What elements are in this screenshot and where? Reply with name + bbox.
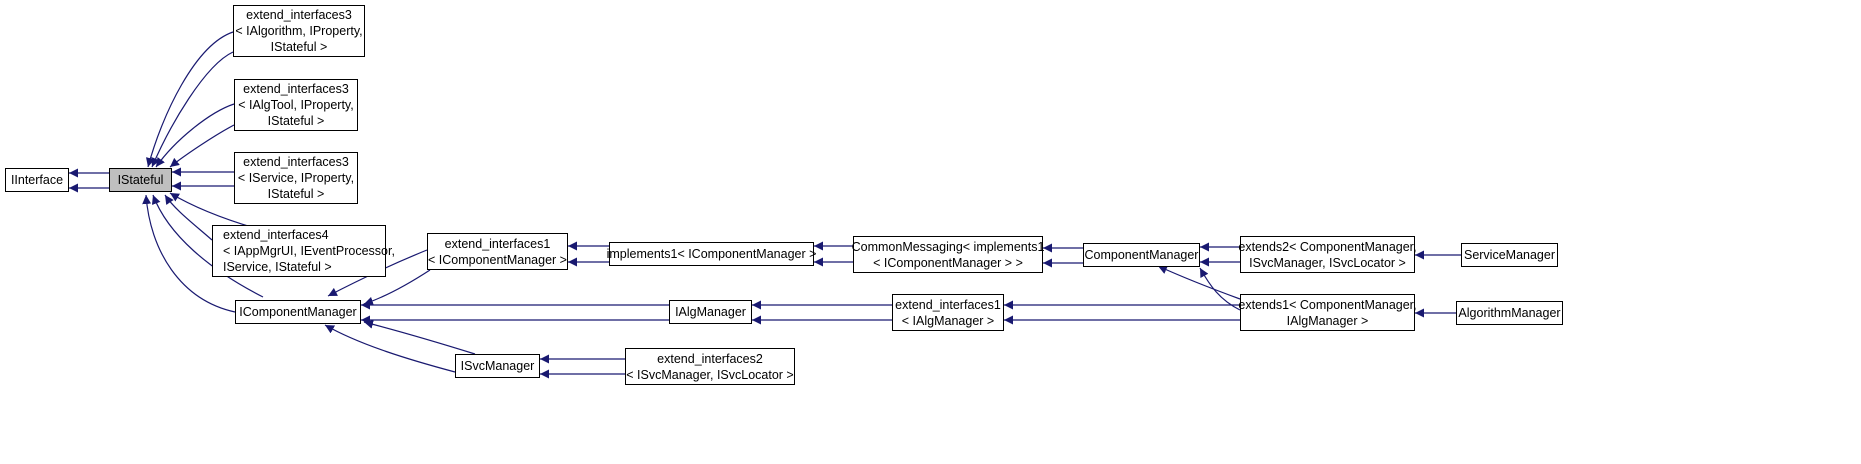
node-label: < ISvcManager, ISvcLocator >: [626, 367, 794, 382]
node-extend-interfaces4[interactable]: extend_interfaces4 < IAppMgrUI, IEventPr…: [212, 225, 395, 277]
node-label: < IAlgManager >: [901, 313, 995, 328]
node-extend-interfaces3-ialgorithm[interactable]: extend_interfaces3 < IAlgorithm, IProper…: [233, 5, 365, 57]
node-label: ISvcManager: [460, 359, 535, 373]
node-extend-interfaces3-ialgtool[interactable]: extend_interfaces3 < IAlgTool, IProperty…: [234, 79, 358, 131]
node-componentmanager[interactable]: ComponentManager: [1083, 243, 1200, 267]
edge-ext3alg-istateful-1: [145, 31, 234, 168]
node-label: < IAppMgrUI, IEventProcessor,: [223, 244, 395, 258]
node-extend-interfaces1-icomponentmanager[interactable]: extend_interfaces1 < IComponentManager >: [427, 233, 568, 270]
edge-ext3alg-istateful-2: [151, 51, 234, 168]
node-label: extends2< ComponentManager,: [1238, 239, 1417, 254]
node-iinterface[interactable]: IInterface: [5, 168, 69, 192]
node-label: extend_interfaces3: [243, 82, 349, 96]
edge-ext3tool-istateful-1: [155, 103, 235, 168]
node-ialgmanager[interactable]: IAlgManager: [669, 300, 752, 324]
edge-isvcmgr-icompmgr-1: [363, 319, 476, 355]
node-label: IStateful: [117, 173, 164, 187]
node-label: ServiceManager: [1463, 248, 1555, 262]
node-implements1[interactable]: implements1< IComponentManager >: [606, 242, 817, 266]
node-extends2[interactable]: extends2< ComponentManager, ISvcManager,…: [1238, 236, 1417, 273]
node-label: IInterface: [10, 173, 64, 187]
edge-ext4-istateful-2: [164, 194, 213, 241]
edge-ext3tool-istateful-2: [169, 124, 235, 168]
node-label: extend_interfaces2: [657, 351, 763, 366]
node-label: ISvcManager, ISvcLocator >: [1249, 255, 1406, 270]
node-extends1[interactable]: extends1< ComponentManager, IAlgManager …: [1238, 294, 1417, 331]
edge-extends1-compmgr-2: [1199, 267, 1241, 311]
node-label: IComponentManager: [239, 305, 357, 319]
edge-icompmgr-istateful-2: [142, 194, 236, 313]
node-extend-interfaces2[interactable]: extend_interfaces2 < ISvcManager, ISvcLo…: [625, 348, 795, 385]
node-label: extend_interfaces3: [246, 8, 352, 22]
node-istateful[interactable]: IStateful: [109, 168, 172, 192]
edge-isvcmgr-icompmgr-2: [324, 324, 456, 373]
node-label: IAlgManager: [675, 305, 746, 319]
node-label: extend_interfaces3: [243, 155, 349, 169]
node-label: IStateful >: [267, 114, 325, 128]
node-label: IService, IStateful >: [223, 260, 332, 274]
node-servicemanager[interactable]: ServiceManager: [1461, 243, 1558, 267]
node-label: < IAlgorithm, IProperty,: [235, 24, 363, 38]
node-label: < IComponentManager >: [428, 252, 567, 267]
node-icomponentmanager[interactable]: IComponentManager: [235, 300, 361, 324]
node-commonmessaging[interactable]: CommonMessaging< implements1 < IComponen…: [851, 236, 1045, 273]
node-label: extends1< ComponentManager,: [1238, 297, 1417, 312]
node-label: implements1< IComponentManager >: [606, 247, 817, 261]
node-label: extend_interfaces1: [444, 236, 551, 251]
node-extend-interfaces3-iservice[interactable]: extend_interfaces3 < IService, IProperty…: [234, 152, 358, 204]
edge-extends1-compmgr-1: [1157, 265, 1241, 300]
node-isvcmanager[interactable]: ISvcManager: [455, 354, 540, 378]
node-label: extend_interfaces1: [895, 297, 1001, 312]
edge-icompmgr-istateful-1: [151, 194, 264, 298]
node-extend-interfaces1-ialgmanager[interactable]: extend_interfaces1 < IAlgManager >: [892, 294, 1004, 331]
node-label: IStateful >: [270, 40, 328, 54]
node-label: AlgorithmManager: [1458, 306, 1561, 320]
node-label: ComponentManager: [1084, 248, 1199, 262]
node-label: extend_interfaces4: [223, 228, 329, 242]
node-label: < IComponentManager > >: [873, 255, 1023, 270]
node-label: < IAlgTool, IProperty,: [238, 98, 354, 112]
node-algorithmmanager[interactable]: AlgorithmManager: [1456, 301, 1563, 325]
node-label: IAlgManager >: [1286, 313, 1369, 328]
node-label: < IService, IProperty,: [237, 171, 355, 185]
node-label: CommonMessaging< implements1: [851, 239, 1045, 254]
node-label: IStateful >: [267, 187, 325, 201]
